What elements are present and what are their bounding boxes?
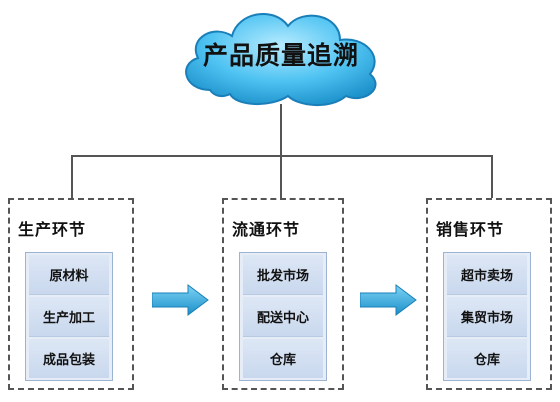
connector-left — [71, 155, 73, 199]
cloud-icon — [185, 12, 377, 107]
stage-item: 成品包装 — [29, 339, 109, 378]
stage-sales: 销售环节 超市卖场 集贸市场 仓库 — [426, 198, 552, 390]
stage-item: 配送中心 — [243, 297, 323, 337]
stage-circulation: 流通环节 批发市场 配送中心 仓库 — [222, 198, 344, 390]
cloud-header: 产品质量追溯 — [170, 2, 392, 110]
stage-item: 超市卖场 — [447, 255, 527, 295]
stage-item: 仓库 — [447, 339, 527, 378]
stage-item: 仓库 — [243, 339, 323, 378]
stage-production: 生产环节 原材料 生产加工 成品包装 — [8, 198, 134, 390]
arrow-right-icon — [152, 284, 209, 316]
connector-trunk — [280, 104, 282, 156]
stage-item: 集贸市场 — [447, 297, 527, 337]
stage-title: 生产环节 — [18, 220, 87, 239]
diagram-title: 产品质量追溯 — [202, 41, 359, 70]
stage-title: 流通环节 — [232, 220, 301, 239]
stage-item: 生产加工 — [29, 297, 109, 337]
stage-item: 批发市场 — [243, 255, 323, 295]
stage-item-list: 超市卖场 集贸市场 仓库 — [443, 252, 531, 381]
connector-right — [491, 155, 493, 199]
connector-bar — [71, 155, 493, 157]
connector-middle — [280, 155, 282, 199]
stage-item-list: 批发市场 配送中心 仓库 — [239, 252, 327, 381]
stage-title: 销售环节 — [436, 220, 505, 239]
stage-item-list: 原材料 生产加工 成品包装 — [25, 252, 113, 381]
stage-item: 原材料 — [29, 255, 109, 295]
arrow-right-icon — [360, 284, 417, 316]
